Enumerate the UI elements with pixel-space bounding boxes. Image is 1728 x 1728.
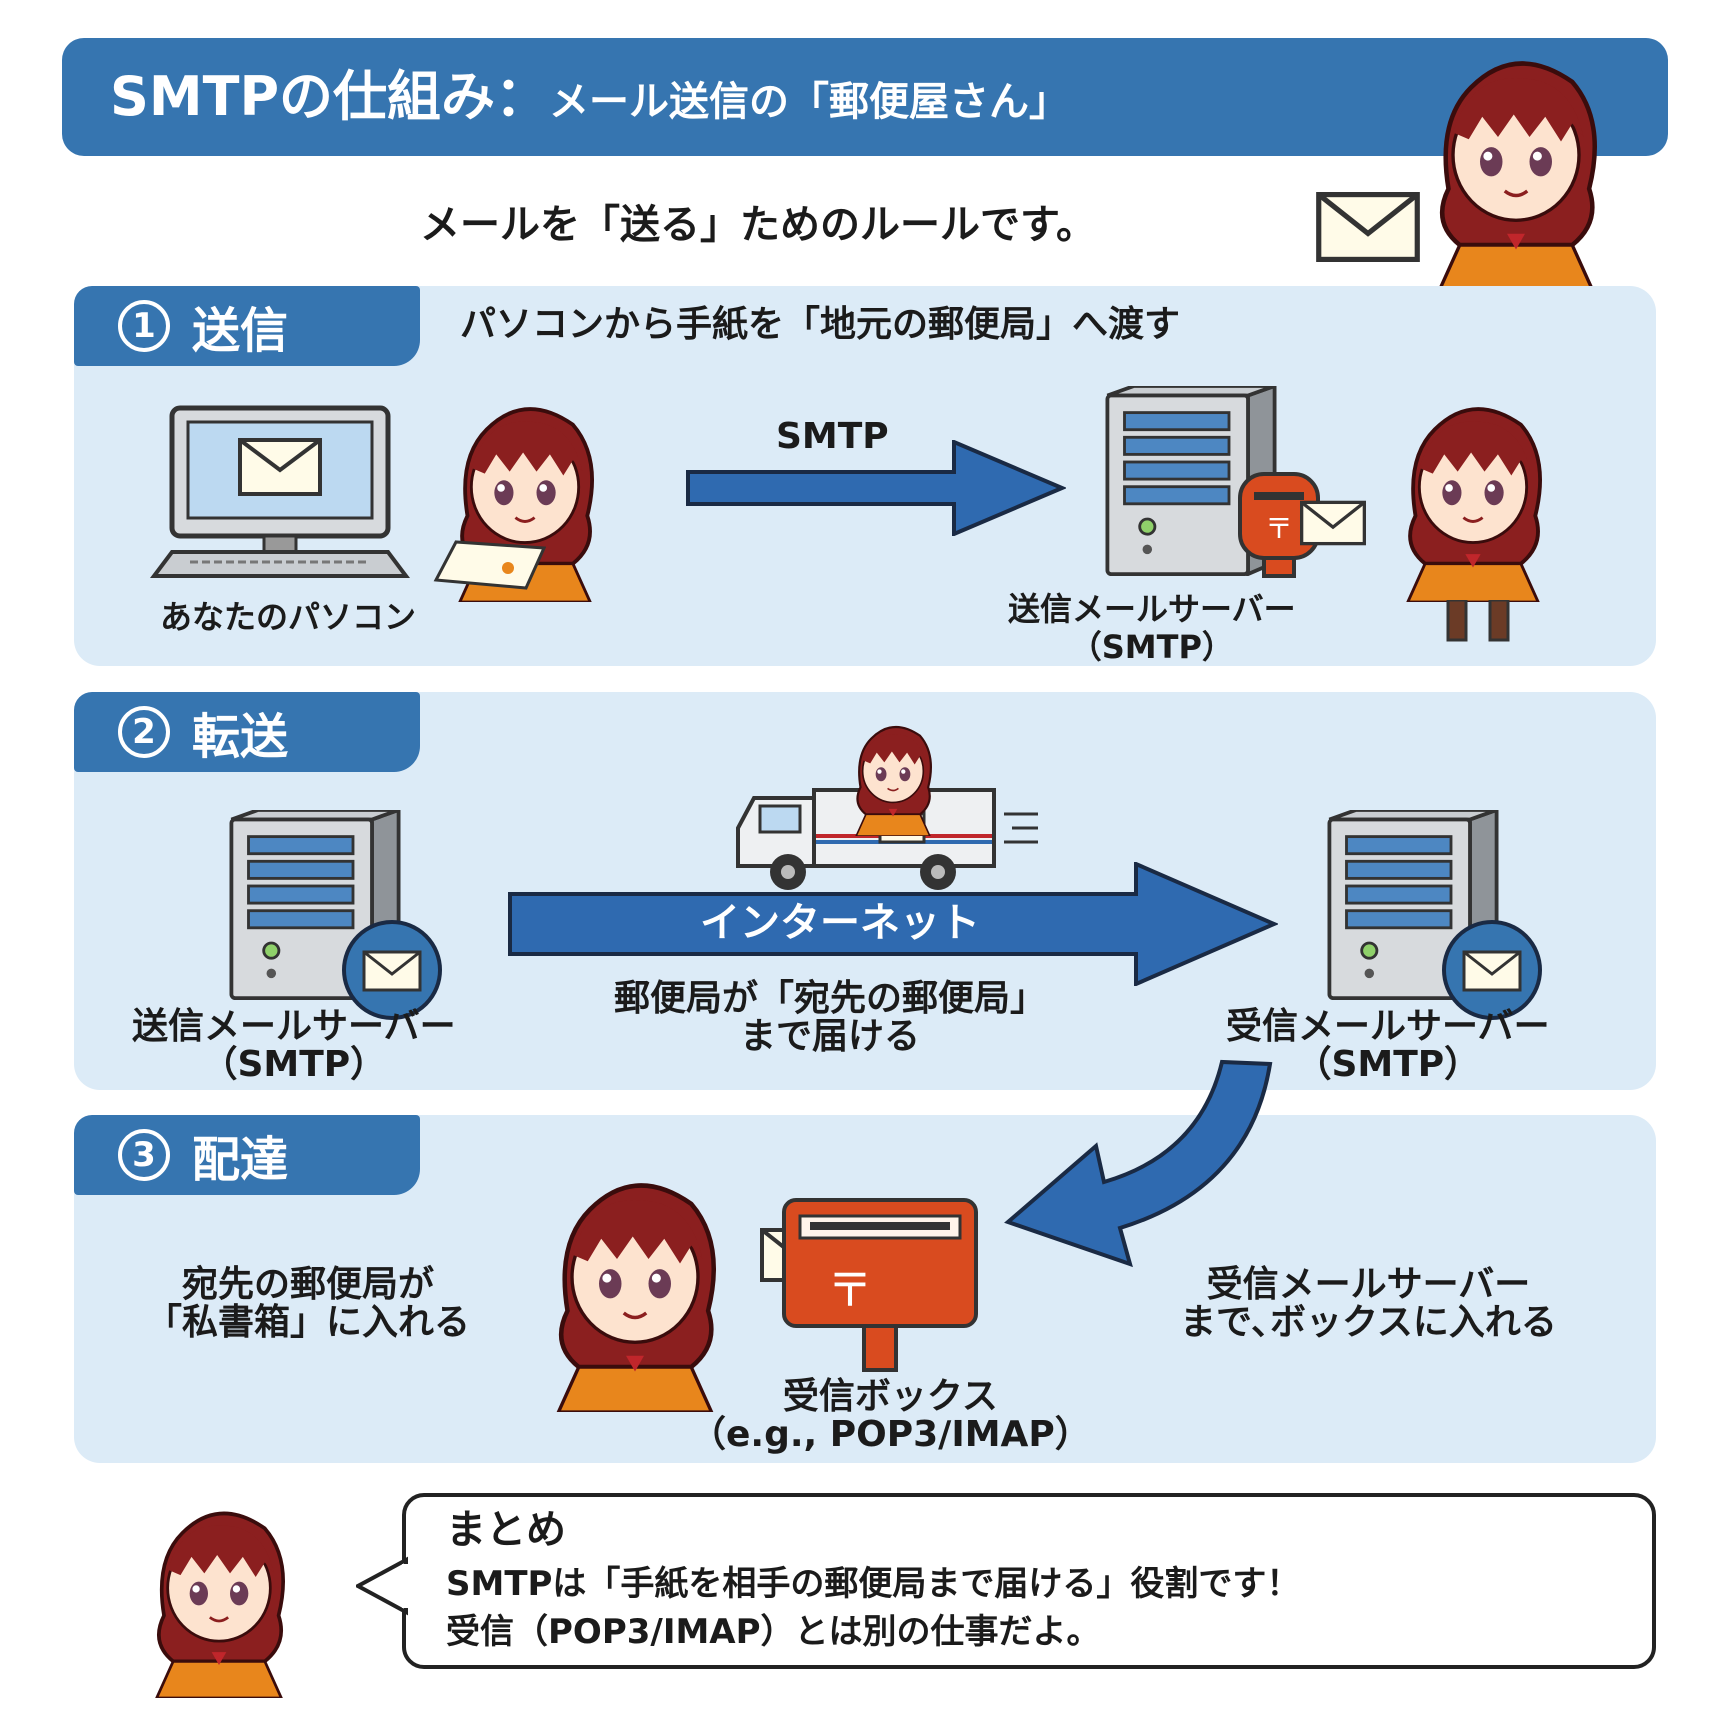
your-computer-label: あなたのパソコン: [160, 598, 417, 636]
step-2-tab: 2 転送: [74, 692, 420, 772]
step-1-label: 送信: [192, 303, 289, 359]
step-2-sender-label-protocol: （SMTP）: [201, 1044, 387, 1085]
step-3-tab: 3 配達: [74, 1115, 420, 1195]
step-2-sender-label-name: 送信メールサーバー: [132, 1006, 456, 1047]
step-3-right-caption: 受信メールサーバー まで､ボックスに入れる: [1180, 1266, 1557, 1342]
step-1-arrow-label: SMTP: [776, 416, 889, 457]
step-2-receiver-label: 受信メールサーバー （SMTP）: [1226, 1008, 1550, 1084]
delivery-curve-arrow: [1000, 1058, 1320, 1298]
page-title: SMTPの仕組み：メール送信の「郵便屋さん」: [110, 62, 1069, 137]
page-subtitle: メールを「送る」ためのルールです。: [420, 202, 1096, 248]
inbox-postbox-icon: 〒: [780, 1196, 980, 1372]
step-3-left-caption: 宛先の郵便局が 「私書箱」に入れる: [146, 1266, 470, 1342]
step-2-number: 2: [118, 706, 170, 758]
step-2-label: 転送: [192, 709, 289, 765]
step-1-character-postman: [1368, 372, 1578, 602]
step-1-envelope-icon: [1300, 500, 1366, 546]
letter-paper-icon: [426, 540, 546, 590]
speed-lines-icon: [1000, 808, 1040, 848]
internet-arrow-label: インターネット: [700, 900, 980, 946]
step-3-number: 3: [118, 1129, 170, 1181]
speech-bubble-tail: [356, 1556, 408, 1616]
step-2-receiver-mail-icon: [1440, 918, 1544, 1022]
step-3-label: 配達: [192, 1132, 289, 1188]
page-title-sub: メール送信の「郵便屋さん」: [549, 79, 1070, 125]
step-2-caption: 郵便局が「宛先の郵便局」 まで届ける: [614, 980, 1046, 1056]
step-3-left-caption-line1: 宛先の郵便局が: [182, 1264, 435, 1305]
step-2-caption-line1: 郵便局が「宛先の郵便局」: [614, 978, 1047, 1019]
summary-character: [84, 1478, 354, 1698]
summary-title: まとめ: [446, 1507, 566, 1553]
summary-line-2: 受信（POP3/IMAP）とは別の仕事だよ。: [446, 1612, 1101, 1652]
svg-text:〒: 〒: [827, 1263, 873, 1317]
step-1-description: パソコンから手紙を「地元の郵便局」へ渡す: [460, 304, 1181, 345]
inbox-label-protocol: （e.g., POP3/IMAP）: [690, 1414, 1091, 1455]
step-2-sender-mail-icon: [340, 918, 444, 1022]
inbox-label: 受信ボックス （e.g., POP3/IMAP）: [690, 1378, 1091, 1454]
page-title-main: SMTPの仕組み：: [110, 65, 550, 128]
step-3-character-delivering: [520, 1142, 750, 1412]
summary-speech-bubble: [402, 1493, 1656, 1669]
svg-text:〒: 〒: [1265, 512, 1293, 545]
step-3-right-caption-line2: まで､ボックスに入れる: [1180, 1302, 1557, 1343]
step-1-postbox-icon: 〒: [1234, 470, 1324, 580]
sending-server-label-name: 送信メールサーバー: [1008, 590, 1296, 628]
sending-server-label-protocol: （SMTP）: [1069, 628, 1234, 666]
inbox-label-name: 受信ボックス: [782, 1376, 998, 1417]
header-envelope-icon: [1316, 192, 1420, 262]
summary-line-1: SMTPは「手紙を相手の郵便局まで届ける」役割です！: [446, 1564, 1301, 1604]
step-3-left-caption-line2: 「私書箱」に入れる: [146, 1302, 471, 1343]
step-2-receiver-label-protocol: （SMTP）: [1295, 1044, 1481, 1085]
sending-server-label: 送信メールサーバー （SMTP）: [1008, 590, 1296, 666]
header-banner: [62, 38, 1668, 156]
step-2-receiver-label-name: 受信メールサーバー: [1226, 1006, 1550, 1047]
step-1-arrow: [686, 440, 1066, 536]
step-2-character-driver: [818, 706, 968, 836]
step-1-tab: 1 送信: [74, 286, 420, 366]
step-1-character-legs: [1440, 600, 1520, 644]
computer-icon: [150, 400, 410, 580]
internet-arrow: [508, 862, 1278, 986]
step-1-number: 1: [118, 300, 170, 352]
step-2-sender-label: 送信メールサーバー （SMTP）: [132, 1008, 456, 1084]
step-2-caption-line2: まで届ける: [740, 1016, 921, 1057]
step-3-right-caption-line1: 受信メールサーバー: [1206, 1264, 1531, 1305]
